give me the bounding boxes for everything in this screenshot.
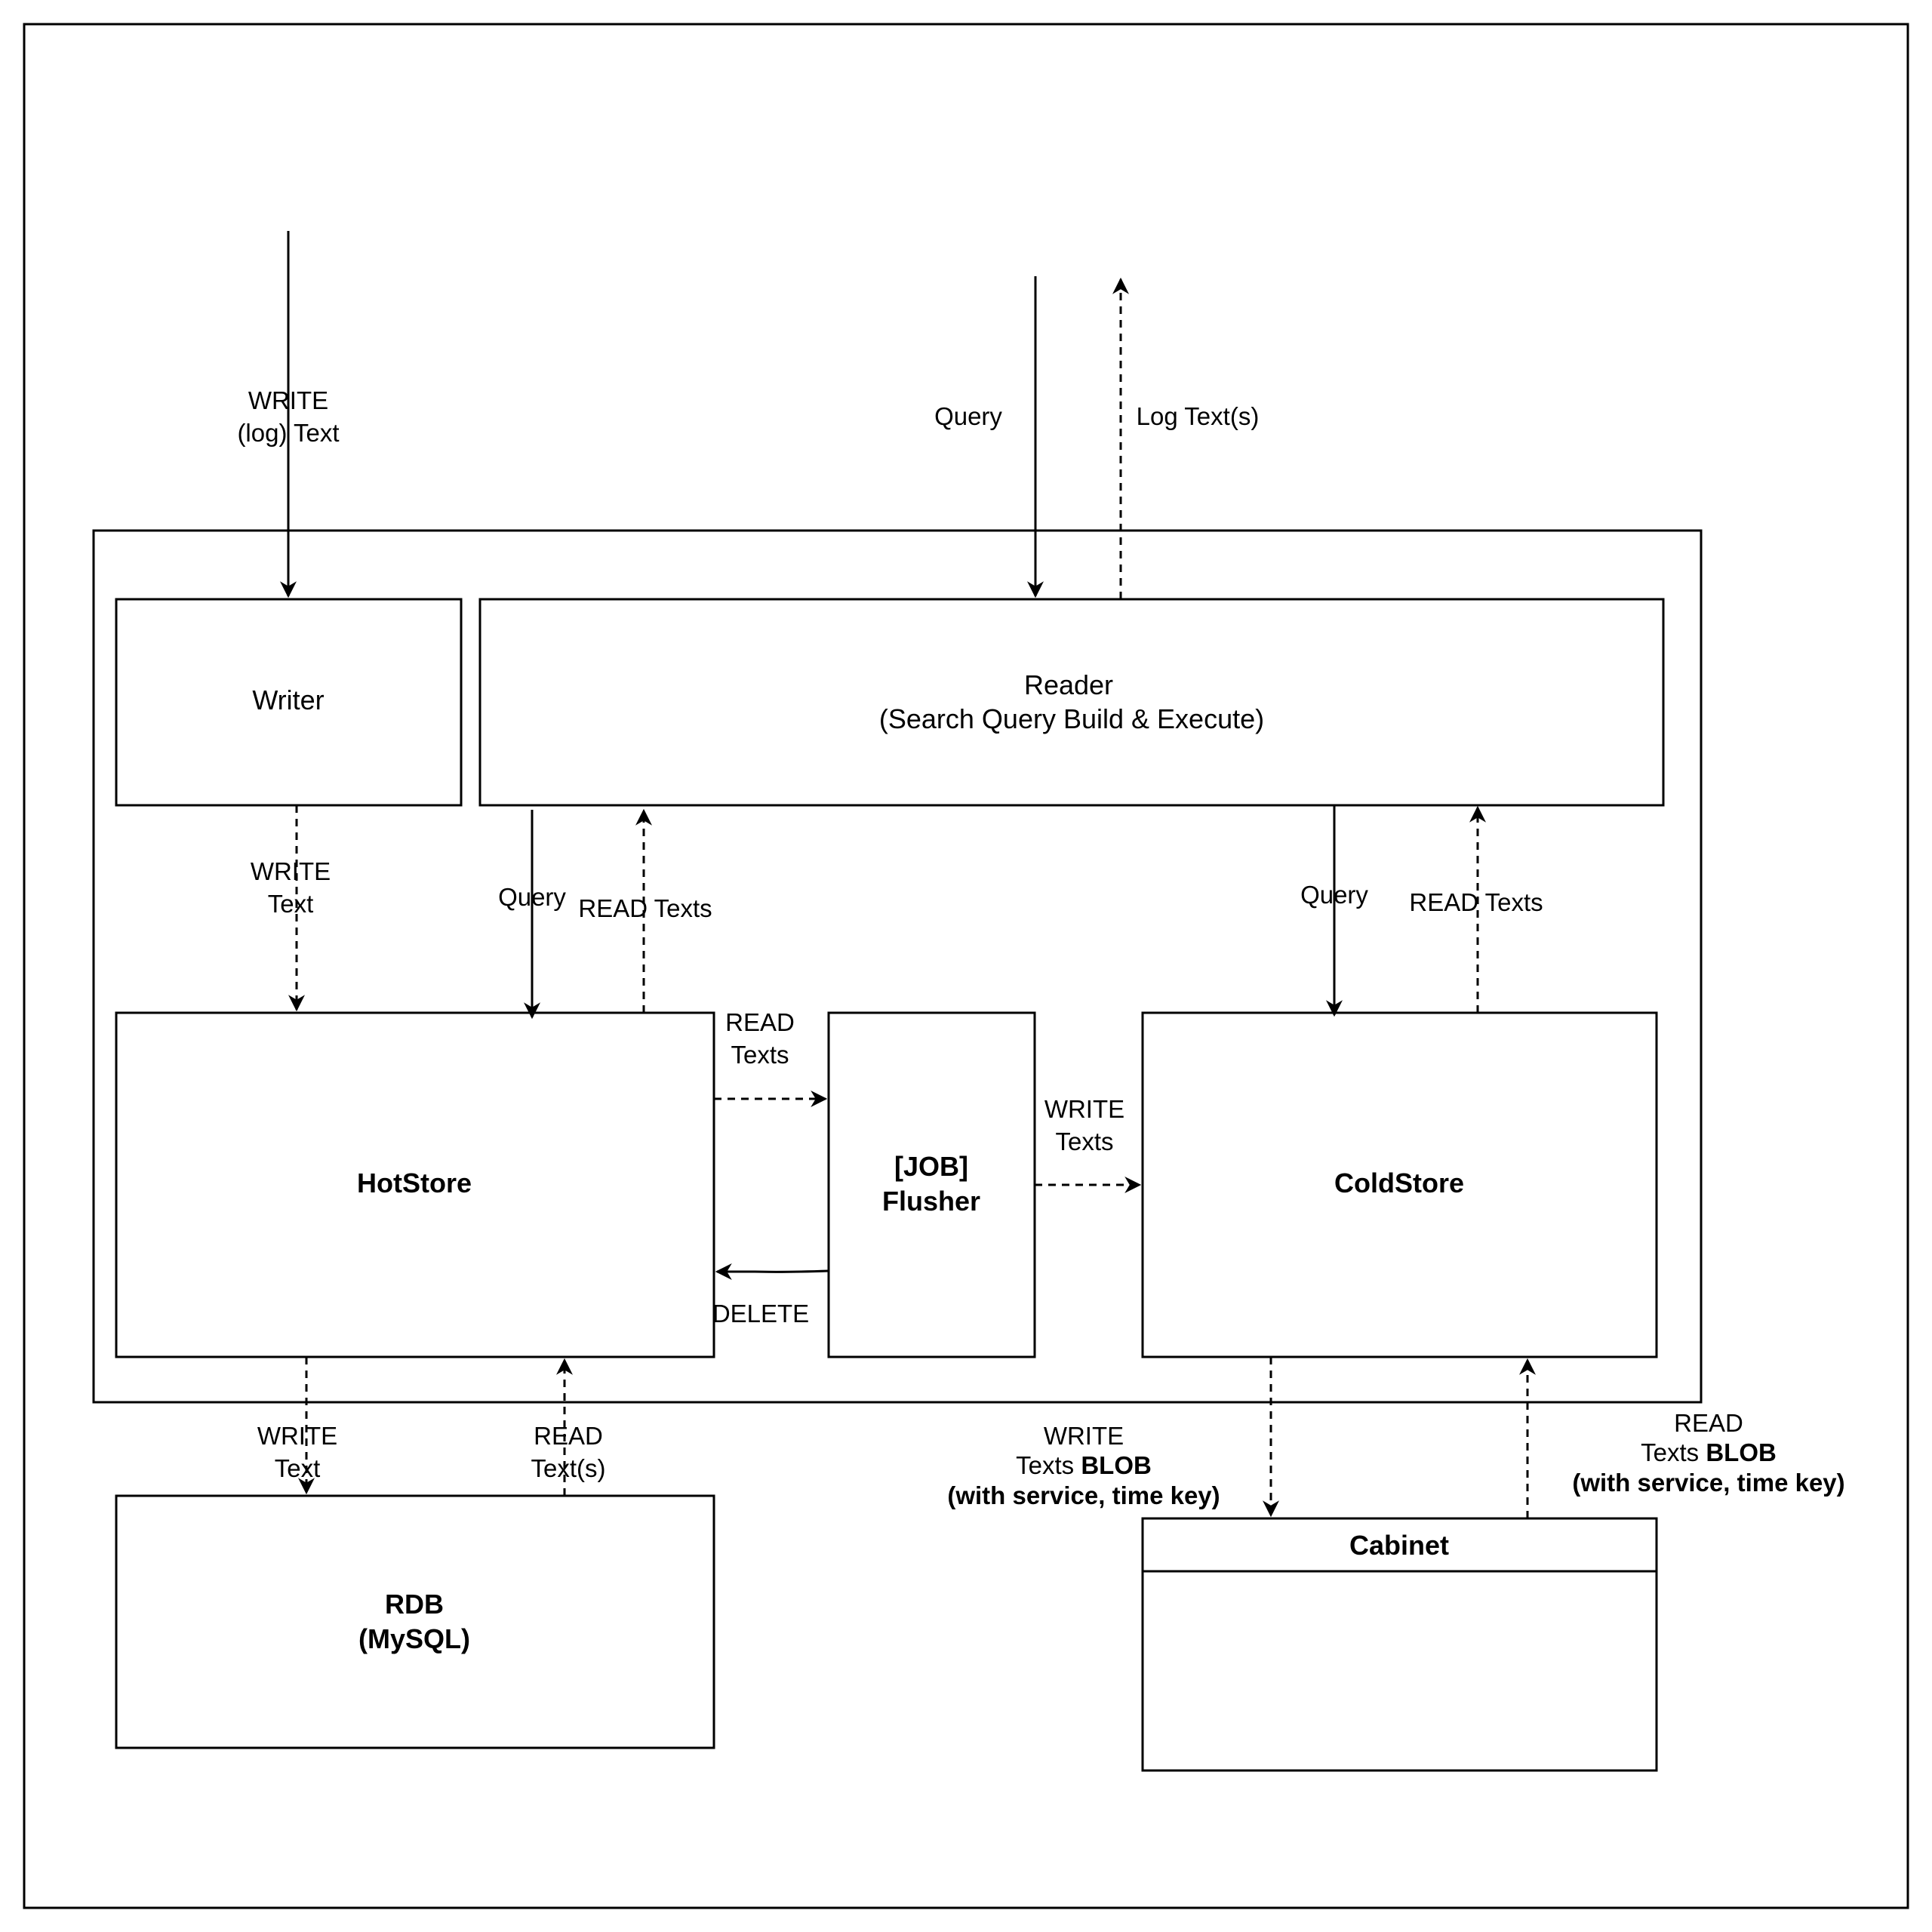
hotstore-label: HotStore: [357, 1168, 472, 1198]
cabinet-label: Cabinet: [1349, 1530, 1449, 1561]
label-rdb-hotstore: READ Text(s): [531, 1422, 606, 1482]
svg-text:(with service, time key): (with service, time key): [947, 1481, 1220, 1509]
coldstore-node[interactable]: ColdStore: [1141, 1011, 1658, 1358]
label-flusher-coldstore: WRITE Texts: [1044, 1095, 1124, 1155]
label-log-out: Log Text(s): [1137, 402, 1260, 430]
rdb-sublabel: (MySQL): [358, 1623, 470, 1654]
service-boundary: [92, 529, 1703, 1404]
label-coldstore-cabinet: WRITE Texts BLOB (with service, time key…: [947, 1422, 1220, 1509]
label-cabinet-coldstore: READ Texts BLOB (with service, time key): [1572, 1409, 1844, 1497]
svg-text:Texts BLOB: Texts BLOB: [1641, 1438, 1777, 1466]
svg-text:WRITE: WRITE: [248, 386, 328, 414]
label-reader-hotstore-query: Query: [498, 883, 566, 911]
reader-node[interactable]: Reader (Search Query Build & Execute): [478, 598, 1665, 807]
svg-text:WRITE: WRITE: [257, 1422, 337, 1450]
label-hotstore-rdb: WRITE Text: [257, 1422, 337, 1482]
svg-text:READ: READ: [534, 1422, 603, 1450]
label-reader-coldstore-query: Query: [1300, 881, 1368, 909]
flusher-label-job: [JOB]: [894, 1151, 968, 1182]
label-coldstore-reader-read: READ Texts: [1409, 888, 1543, 916]
svg-text:(with service, time key): (with service, time key): [1572, 1469, 1844, 1497]
rdb-node[interactable]: RDB (MySQL): [115, 1494, 715, 1749]
svg-text:Texts: Texts: [731, 1041, 789, 1069]
label-flusher-hotstore-delete: DELETE: [712, 1300, 809, 1327]
svg-text:Texts BLOB: Texts BLOB: [1016, 1451, 1152, 1479]
hotstore-node[interactable]: HotStore: [115, 1011, 715, 1358]
svg-text:(log) Text: (log) Text: [237, 419, 339, 447]
label-writer-hotstore: WRITE Text: [251, 857, 331, 918]
coldstore-label: ColdStore: [1334, 1168, 1464, 1198]
svg-text:READ: READ: [1674, 1409, 1743, 1437]
svg-text:READ: READ: [725, 1008, 795, 1036]
svg-text:Texts: Texts: [1055, 1128, 1113, 1155]
label-write-in: WRITE (log) Text: [237, 386, 339, 447]
svg-text:Text(s): Text(s): [531, 1454, 606, 1482]
rdb-label: RDB: [385, 1589, 444, 1620]
edge-flusher-hotstore-delete: [715, 1263, 829, 1280]
svg-text:WRITE: WRITE: [251, 857, 331, 885]
flusher-node[interactable]: [JOB] Flusher: [827, 1011, 1036, 1358]
flusher-label: Flusher: [882, 1186, 980, 1217]
page-frame: [23, 23, 1909, 1909]
reader-label: Reader: [1024, 669, 1113, 700]
reader-sublabel: (Search Query Build & Execute): [879, 703, 1264, 734]
label-hotstore-reader-read: READ Texts: [578, 894, 712, 922]
svg-text:WRITE: WRITE: [1044, 1422, 1124, 1450]
cabinet-node[interactable]: Cabinet: [1141, 1517, 1658, 1772]
label-query-in: Query: [934, 402, 1002, 430]
svg-text:Text: Text: [275, 1454, 321, 1482]
writer-label: Writer: [252, 685, 324, 715]
writer-node[interactable]: Writer: [115, 598, 463, 807]
label-hotstore-flusher: READ Texts: [725, 1008, 795, 1069]
svg-text:Text: Text: [268, 890, 314, 918]
svg-text:WRITE: WRITE: [1044, 1095, 1124, 1123]
